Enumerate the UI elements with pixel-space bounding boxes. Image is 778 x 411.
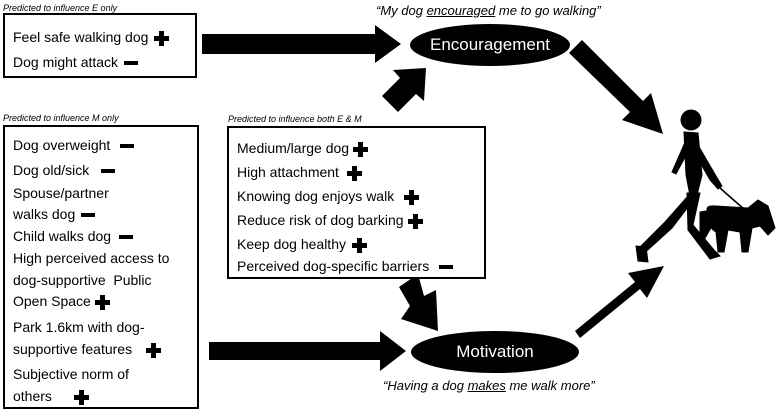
m-only-item-9: Park 1.6km with dog- xyxy=(13,319,145,335)
both-item-5: Keep dog healthy xyxy=(237,236,367,253)
minus-icon xyxy=(81,213,96,218)
motivation-node: Motivation xyxy=(411,331,579,373)
arrow-both-to-motivation xyxy=(399,274,438,331)
both-box: Medium/large dog High attachment Knowing… xyxy=(227,126,486,279)
plus-icon xyxy=(73,389,89,405)
arrow-both-to-encouragement xyxy=(382,68,426,112)
minus-icon xyxy=(124,61,139,66)
plus-icon xyxy=(154,30,170,46)
arrow-motivation-to-walker xyxy=(575,266,664,338)
encouragement-quote: “My dog encouraged me to go walking” xyxy=(376,3,601,18)
minus-icon xyxy=(439,265,454,270)
motivation-quote: “Having a dog makes me walk more” xyxy=(383,378,595,393)
m-only-item-10: supportive features xyxy=(13,341,162,358)
plus-icon xyxy=(346,165,362,181)
e-only-item-1: Feel safe walking dog xyxy=(13,29,170,46)
m-only-item-5: Child walks dog xyxy=(13,228,134,244)
e-only-box: Feel safe walking dog Dog might attack xyxy=(3,13,197,78)
plus-icon xyxy=(407,213,423,229)
plus-icon xyxy=(353,141,369,157)
m-only-item-7: dog-supportive Public xyxy=(13,272,152,288)
m-only-box: Dog overweight Dog old/sick Spouse/partn… xyxy=(3,125,199,409)
m-only-item-8: Open Space xyxy=(13,293,110,310)
both-item-4: Reduce risk of dog barking xyxy=(237,212,423,229)
m-only-item-11: Subjective norm of xyxy=(13,366,129,382)
m-only-item-12: others xyxy=(13,388,89,405)
arrow-encouragement-to-walker xyxy=(569,40,663,134)
arrow-m-only-to-motivation xyxy=(209,331,406,371)
e-only-caption: Predicted to influence E only xyxy=(3,3,118,13)
both-item-1: Medium/large dog xyxy=(237,140,369,157)
m-only-item-3: Spouse/partner xyxy=(13,185,109,201)
arrow-e-only-to-encouragement xyxy=(202,25,401,63)
m-only-item-2: Dog old/sick xyxy=(13,162,116,178)
m-only-item-4: walks dog xyxy=(13,206,96,222)
m-only-caption: Predicted to influence M only xyxy=(3,113,119,123)
m-only-item-6: High perceived access to xyxy=(13,250,170,266)
minus-icon xyxy=(101,169,116,174)
both-item-6: Perceived dog-specific barriers xyxy=(237,258,454,274)
plus-icon xyxy=(351,237,367,253)
encouragement-node: Encouragement xyxy=(410,24,570,66)
minus-icon xyxy=(119,235,134,240)
both-item-3: Knowing dog enjoys walk xyxy=(237,188,420,205)
both-caption: Predicted to influence both E & M xyxy=(228,114,362,124)
both-item-2: High attachment xyxy=(237,164,362,181)
m-only-item-1: Dog overweight xyxy=(13,137,135,153)
plus-icon xyxy=(404,189,420,205)
e-only-item-2: Dog might attack xyxy=(13,54,139,70)
plus-icon xyxy=(146,342,162,358)
plus-icon xyxy=(94,294,110,310)
minus-icon xyxy=(120,144,135,149)
person-walking-dog-icon xyxy=(635,109,776,263)
